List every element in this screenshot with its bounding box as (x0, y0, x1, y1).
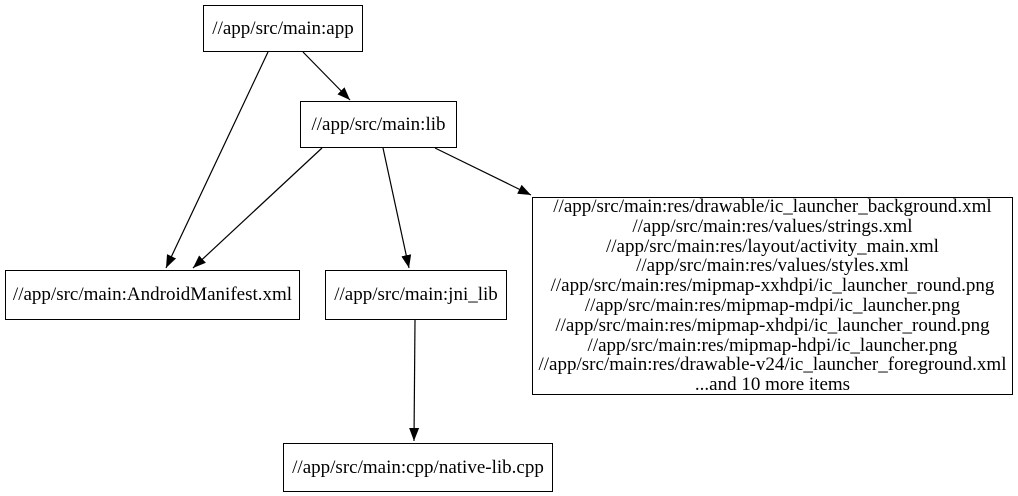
node-resources-label: //app/src/main:res/drawable/ic_launcher_… (538, 196, 1007, 396)
node-lib-label: //app/src/main:lib (311, 113, 446, 135)
edge-lib-to-resources (434, 147, 532, 196)
edge-app-to-lib (302, 51, 351, 101)
edge-lib-to-jni-lib (382, 147, 412, 269)
node-native-lib-cpp-label: //app/src/main:cpp/native-lib.cpp (292, 456, 544, 478)
node-jni-lib-label: //app/src/main:jni_lib (334, 284, 498, 306)
node-native-lib-cpp: //app/src/main:cpp/native-lib.cpp (283, 443, 553, 492)
node-jni-lib: //app/src/main:jni_lib (325, 270, 507, 320)
edge-lib-to-manifest (192, 147, 323, 269)
node-resources: //app/src/main:res/drawable/ic_launcher_… (532, 197, 1013, 395)
edge-app-to-manifest (165, 51, 269, 269)
edge-jni-lib-to-native-lib (409, 319, 420, 442)
node-lib: //app/src/main:lib (300, 101, 457, 148)
node-android-manifest: //app/src/main:AndroidManifest.xml (5, 270, 300, 320)
node-app-label: //app/src/main:app (212, 17, 354, 39)
node-android-manifest-label: //app/src/main:AndroidManifest.xml (12, 284, 293, 306)
node-app: //app/src/main:app (203, 5, 363, 52)
